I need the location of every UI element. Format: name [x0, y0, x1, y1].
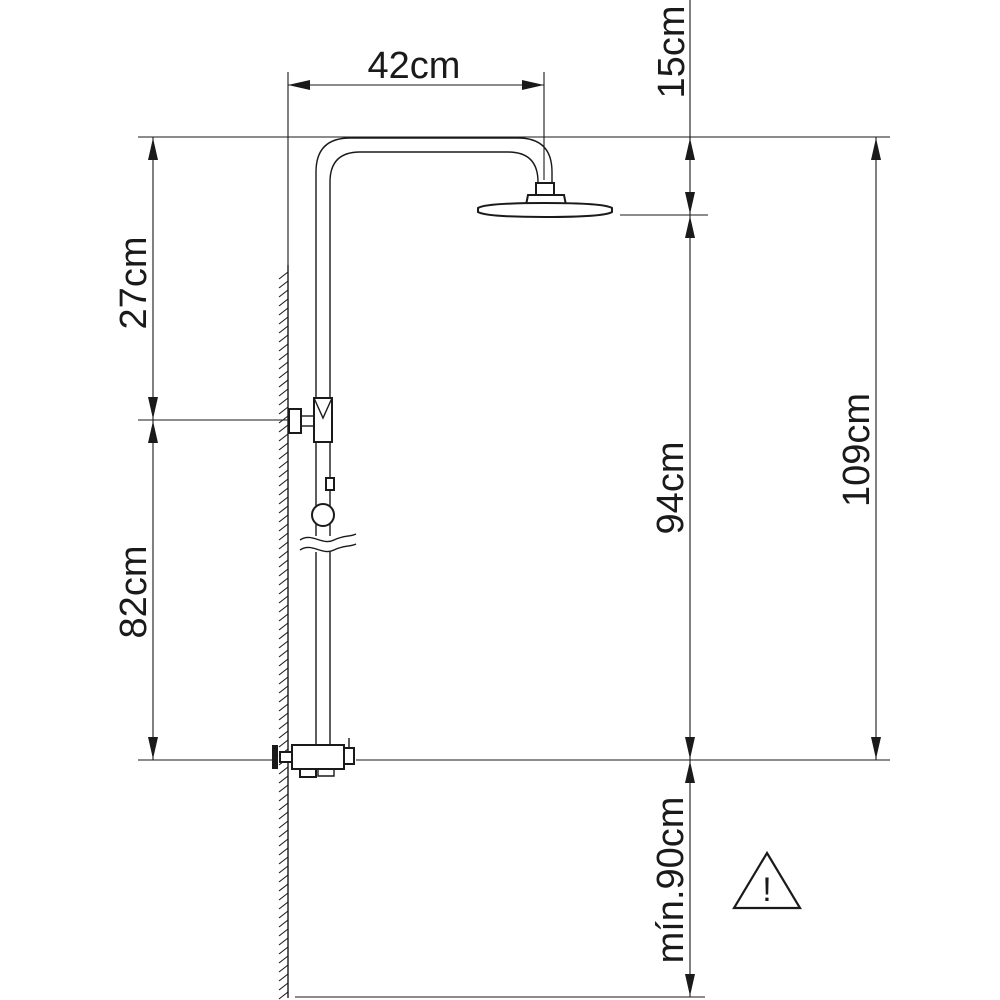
arrow-upper-top	[148, 138, 158, 160]
arrow-total-top	[871, 138, 881, 160]
arrow-head-height-top	[685, 216, 695, 238]
label-arm-reach: 42cm	[368, 45, 461, 87]
break-symbol	[299, 533, 358, 553]
swivel-joint	[535, 182, 555, 196]
wall	[278, 265, 289, 1000]
dimension-labels: 42cm 15cm 27cm 82cm 94cm 109cm mín.90cm	[113, 6, 878, 964]
arrow-arm-right	[522, 80, 544, 90]
dimension-arrows	[148, 80, 881, 996]
arrow-head-drop-top	[685, 138, 695, 160]
arrow-total-bottom	[871, 737, 881, 759]
label-upper-section: 27cm	[113, 237, 155, 330]
dimension-lines	[148, 80, 881, 997]
warning-triangle-icon: !	[732, 850, 802, 910]
arrow-upper-bottom	[148, 397, 158, 419]
label-head-height: 94cm	[650, 442, 692, 535]
arrow-arm-left	[288, 80, 310, 90]
extension-lines	[138, 0, 890, 998]
arrow-floor-bottom	[685, 974, 695, 996]
arrow-lower-top	[148, 421, 158, 443]
label-total-height: 109cm	[836, 393, 878, 507]
warning-symbol: !	[762, 871, 771, 909]
label-head-drop: 15cm	[651, 6, 693, 99]
label-lower-section: 82cm	[113, 546, 155, 639]
wall-bracket	[288, 397, 333, 443]
arrow-lower-bottom	[148, 737, 158, 759]
slider-holder	[311, 477, 335, 527]
mixer-valve	[272, 738, 355, 778]
wall-hatching	[278, 271, 289, 1000]
shower-head	[477, 194, 613, 219]
arrow-head-height-bottom	[685, 737, 695, 759]
label-min-floor-height: mín.90cm	[650, 797, 692, 964]
wall-connector	[272, 745, 278, 769]
arrow-head-drop-bottom	[685, 192, 695, 214]
shower-column	[272, 137, 613, 778]
arrow-floor-top	[685, 761, 695, 783]
